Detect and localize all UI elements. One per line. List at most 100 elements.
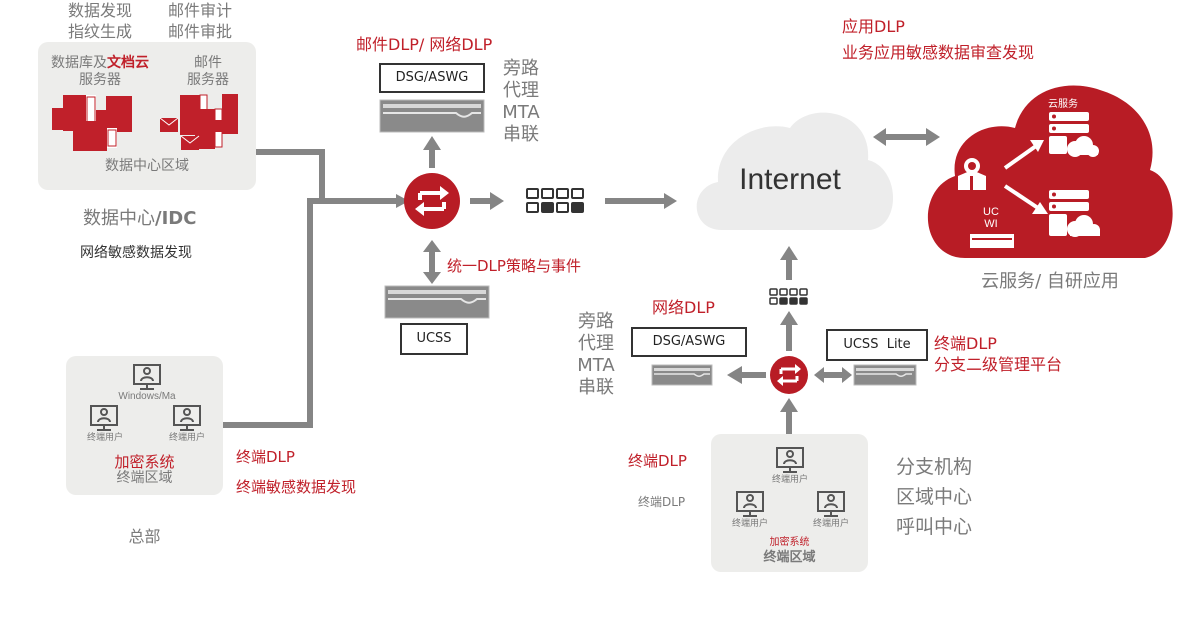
hq-os-label: Windows/Ma (118, 391, 176, 402)
hq-endpoint-subtitle: 终端敏感数据发现 (236, 478, 357, 496)
gear-box-icon (958, 158, 986, 190)
ucss-appliance-icon (384, 285, 490, 319)
branch-user-label-1: 终端用户 (771, 475, 808, 485)
arrow-internet-cloud (873, 128, 940, 146)
gateway-title: 邮件DLP/ 网络DLP (356, 35, 493, 54)
server-cloud-icon-2 (1049, 190, 1100, 237)
cloud-caption: 云服务/ 自研应用 (981, 271, 1119, 292)
arrow-branch-switch-to-internet (780, 246, 798, 280)
ucwi-label: UC WI (976, 206, 1006, 230)
datacenter-title: 数据中心/IDC (83, 208, 196, 230)
label-line: 邮件审批 (167, 22, 232, 41)
mode-line: 串联 (503, 124, 539, 145)
ucwi-line: WI (984, 218, 998, 230)
branch-mode-lines: 旁路 代理 MTA 串联 (568, 311, 624, 399)
db-server-cluster-icon (52, 95, 132, 151)
label-line: 服务器 (187, 72, 229, 88)
gateway-mode-lines: 旁路 代理 MTA 串联 (496, 58, 546, 146)
cloud-services-shape (927, 85, 1173, 259)
monitor-user-icon (133, 364, 161, 390)
monitor-user-icon (736, 491, 764, 517)
connector-hq-to-gateway (223, 198, 322, 428)
monitor-user-icon (776, 447, 804, 473)
mode-line: MTA (577, 355, 615, 376)
datacenter-top-label-left: 数据发现 指纹生成 (55, 0, 145, 42)
internet-cloud-shape (696, 112, 894, 230)
datacenter-subtitle: 网络敏感数据发现 (80, 245, 192, 261)
hq-caption: 总部 (128, 527, 161, 546)
caption-line: 呼叫中心 (896, 516, 973, 538)
cloud-subtitle: 业务应用敏感数据审查发现 (842, 43, 1035, 62)
arrow-gateway-up (423, 136, 441, 168)
arrow-switch-to-internet (605, 193, 677, 209)
cloud-service-label: 云服务 (1048, 99, 1078, 110)
mode-line: 串联 (578, 377, 614, 398)
arrow-branch-endpoints-to-gateway (780, 398, 798, 434)
hq-zone-label: 终端区域 (116, 470, 173, 486)
dsg-aswg-box[interactable]: DSG/ASWG (379, 63, 485, 93)
branch-captions: 分支机构 区域中心 呼叫中心 (896, 452, 972, 542)
branch-switch-icon (769, 288, 808, 305)
mode-line: 旁路 (578, 311, 614, 332)
server-cloud-icon-1 (1049, 112, 1099, 157)
label-line: 邮件 (194, 55, 222, 71)
gateway-router-icon (404, 173, 460, 229)
label-line: 数据发现 (67, 1, 132, 20)
mode-line: MTA (502, 102, 540, 123)
branch-zone-label: 终端区域 (763, 550, 816, 565)
branch-dsg-appliance-icon (651, 364, 713, 386)
hq-encryption-label: 加密系统 (114, 453, 175, 471)
monitor-user-icon (173, 405, 201, 431)
monitor-user-icon (90, 405, 118, 431)
ucss-lite-box[interactable]: UCSS Lite (826, 329, 928, 361)
monitor-user-icon (817, 491, 845, 517)
connector-datacenter-to-gateway (256, 149, 409, 208)
branch-encryption-label: 加密系统 (769, 537, 810, 548)
branch-router-icon (770, 356, 808, 394)
arrow-gateway-right (470, 192, 504, 210)
branch-user-label-3: 终端用户 (812, 519, 849, 529)
branch-left-endpoint-note: 终端DLP (638, 495, 686, 509)
policy-label: 统一DLP策略与事件 (447, 257, 581, 275)
branch-user-label-2: 终端用户 (731, 519, 768, 529)
mail-server-label: 邮件 服务器 (168, 55, 248, 89)
branch-left-endpoint-title: 终端DLP (628, 452, 687, 470)
title-text: 数据中心 (83, 208, 155, 229)
branch-ucss-lite-appliance-icon (853, 364, 917, 386)
datacenter-top-label-right: 邮件审计 邮件审批 (155, 0, 245, 42)
datacenter-zone-label: 数据中心区域 (105, 158, 189, 174)
db-server-label: 数据库及文档云 服务器 (42, 55, 158, 89)
branch-dsg-aswg-box[interactable]: DSG/ASWG (631, 327, 747, 357)
internet-label[interactable]: Internet (739, 163, 841, 196)
mode-line: 代理 (503, 80, 539, 101)
branch-endpoint-title: 终端DLP (934, 334, 997, 353)
arrow-branch-gateway-to-dsg (727, 366, 766, 384)
hq-user-label-2: 终端用户 (168, 433, 205, 443)
label-line: 邮件审计 (167, 1, 232, 20)
arrow-gateway-ucss (423, 240, 441, 284)
ucwi-line: UC (983, 206, 999, 218)
ucss-box[interactable]: UCSS (400, 323, 468, 355)
switch-icon (526, 188, 584, 213)
mode-line: 旁路 (503, 58, 539, 79)
branch-endpoint-subtitle: 分支二级管理平台 (934, 355, 1063, 374)
mode-line: 代理 (578, 333, 614, 354)
cloud-title: 应用DLP (842, 17, 905, 36)
label-text: 数据库及 (51, 55, 107, 71)
ucwi-appliance-icon (970, 234, 1014, 248)
label-line: 服务器 (79, 72, 121, 88)
label-highlight: 文档云 (107, 55, 149, 71)
arrow-branch-gateway-ucss-lite (814, 367, 852, 383)
arrow-to-cloud-service-1 (1003, 140, 1044, 170)
mail-server-cluster-icon (159, 94, 238, 150)
branch-network-title: 网络DLP (652, 298, 715, 317)
hq-user-label-1: 终端用户 (86, 433, 123, 443)
hq-endpoint-title: 终端DLP (236, 448, 295, 466)
arrow-branch-gateway-to-switch (780, 311, 798, 351)
dsg-appliance-icon (379, 99, 485, 133)
arrow-to-cloud-service-2 (1003, 184, 1048, 214)
caption-line: 区域中心 (896, 486, 973, 508)
caption-line: 分支机构 (896, 456, 973, 478)
label-line: 指纹生成 (67, 22, 132, 41)
